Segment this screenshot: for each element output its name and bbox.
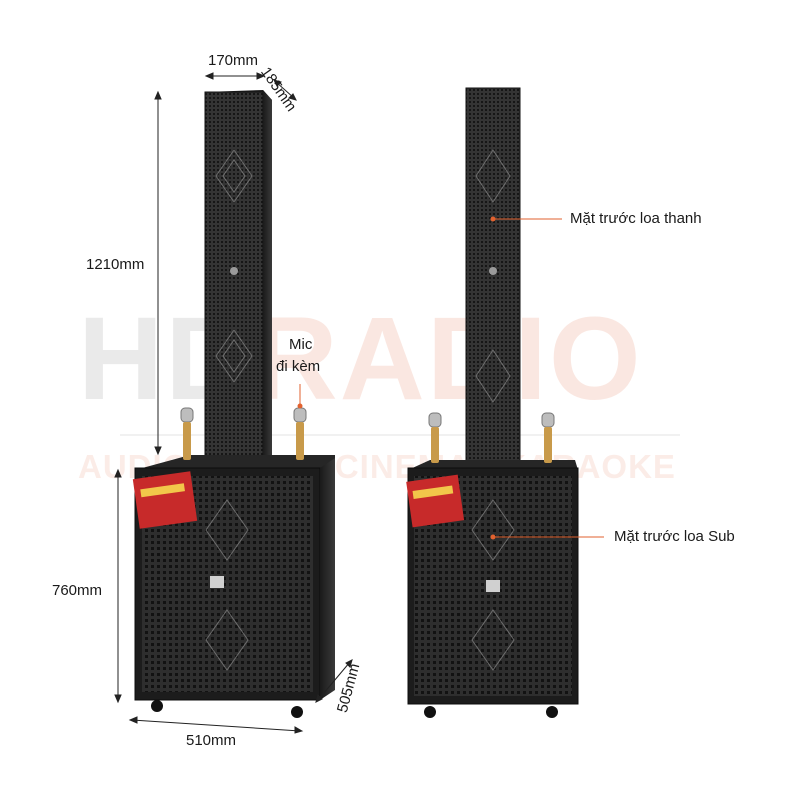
right-subwoofer [406, 460, 579, 718]
callout-markers [297, 216, 604, 540]
front-column-callout: Mặt trước loa thanh [570, 210, 702, 227]
column-height-label: 1210mm [86, 256, 145, 273]
left-column-speaker [204, 90, 272, 471]
dimension-arrows [114, 72, 353, 734]
watermark-brand-right: RADIO [252, 293, 643, 425]
sub-width-label: 510mm [186, 732, 237, 749]
mic-callout-line1: Mic [289, 336, 313, 353]
front-sub-callout: Mặt trước loa Sub [614, 528, 735, 545]
left-subwoofer [132, 455, 335, 718]
right-microphones [428, 412, 555, 463]
sub-height-label: 760mm [52, 582, 103, 599]
left-microphones [180, 407, 307, 460]
column-width-label: 170mm [208, 52, 259, 69]
right-column-speaker [465, 87, 521, 469]
watermark-divider [120, 434, 680, 436]
mic-callout-line2: đi kèm [276, 358, 321, 375]
